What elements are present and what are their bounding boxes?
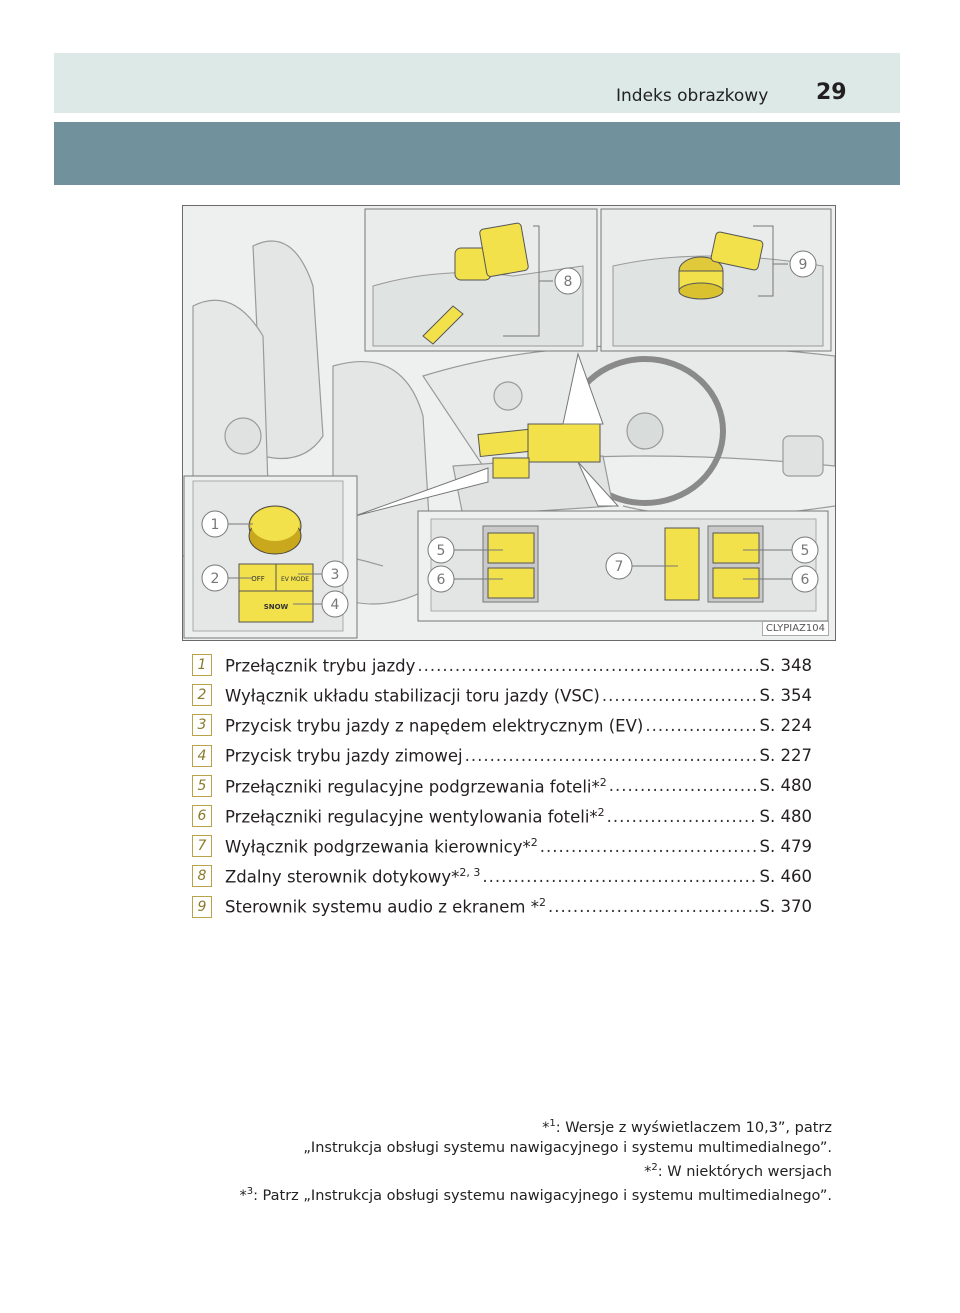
footnote-1: *1: Wersje z wyświetlaczem 10,3”, patrz bbox=[239, 1114, 832, 1138]
footnote-1-cont: „Instrukcja obsługi systemu nawigacyjneg… bbox=[239, 1138, 832, 1158]
dot-leader bbox=[607, 807, 758, 826]
page-ref[interactable]: S. 480 bbox=[760, 776, 812, 795]
callout-8: 8 bbox=[564, 274, 573, 290]
item-label: Zdalny sterownik dotykowy*2, 3 bbox=[225, 866, 480, 887]
item-list: 1 Przełącznik trybu jazdy S. 348 2 Wyłąc… bbox=[192, 650, 812, 922]
footnote-3: *3: Patrz „Instrukcja obsługi systemu na… bbox=[239, 1182, 832, 1206]
list-item: 7 Wyłącznik podgrzewania kierownicy*2 S.… bbox=[192, 831, 812, 861]
item-number: 2 bbox=[192, 684, 212, 706]
item-label: Wyłącznik podgrzewania kierownicy*2 bbox=[225, 836, 538, 857]
callout-7: 7 bbox=[615, 559, 624, 575]
list-item: 9 Sterownik systemu audio z ekranem *2 S… bbox=[192, 892, 812, 922]
interior-figure: 8 9 OFF EV MODE SNOW 1 2 3 4 bbox=[182, 205, 836, 641]
header-bar bbox=[54, 53, 900, 113]
callout-1: 1 bbox=[211, 517, 220, 533]
item-number: 9 bbox=[192, 896, 212, 918]
vsc-off-label: OFF bbox=[251, 575, 265, 583]
item-number: 4 bbox=[192, 745, 212, 767]
list-item: 8 Zdalny sterownik dotykowy*2, 3 S. 460 bbox=[192, 861, 812, 891]
figure-id: CLYPIAZ104 bbox=[762, 621, 829, 636]
callout-2: 2 bbox=[211, 571, 220, 587]
item-label: Przełączniki regulacyjne wentylowania fo… bbox=[225, 806, 605, 827]
callout-6-right: 6 bbox=[801, 572, 810, 588]
item-label: Wyłącznik układu stabilizacji toru jazdy… bbox=[225, 685, 600, 706]
header-band bbox=[54, 122, 900, 185]
page-ref[interactable]: S. 348 bbox=[760, 656, 812, 675]
dot-leader bbox=[540, 837, 758, 856]
callout-3: 3 bbox=[331, 567, 340, 583]
item-number: 5 bbox=[192, 775, 212, 797]
page-ref[interactable]: S. 227 bbox=[760, 746, 812, 765]
snow-label: SNOW bbox=[264, 603, 289, 611]
dot-leader bbox=[645, 716, 757, 735]
item-label: Przełącznik trybu jazdy bbox=[225, 655, 415, 676]
list-item: 6 Przełączniki regulacyjne wentylowania … bbox=[192, 801, 812, 831]
dot-leader bbox=[609, 776, 758, 795]
page-ref[interactable]: S. 460 bbox=[760, 867, 812, 886]
page-number: 29 bbox=[816, 80, 847, 105]
section-title: Indeks obrazkowy bbox=[616, 86, 768, 106]
dot-leader bbox=[417, 656, 757, 675]
page-ref[interactable]: S. 354 bbox=[760, 686, 812, 705]
dot-leader bbox=[465, 746, 758, 765]
list-item: 4 Przycisk trybu jazdy zimowej S. 227 bbox=[192, 741, 812, 771]
interior-illustration: 8 9 OFF EV MODE SNOW 1 2 3 4 bbox=[183, 206, 835, 640]
dot-leader bbox=[482, 867, 757, 886]
list-item: 2 Wyłącznik układu stabilizacji toru jaz… bbox=[192, 680, 812, 710]
ev-mode-label: EV MODE bbox=[281, 576, 309, 583]
list-item: 5 Przełączniki regulacyjne podgrzewania … bbox=[192, 771, 812, 801]
list-item: 3 Przycisk trybu jazdy z napędem elektry… bbox=[192, 710, 812, 740]
footnote-2: *2: W niektórych wersjach bbox=[239, 1158, 832, 1182]
callout-4: 4 bbox=[331, 597, 340, 613]
item-number: 6 bbox=[192, 805, 212, 827]
callout-5-right: 5 bbox=[801, 543, 810, 559]
footnotes: *1: Wersje z wyświetlaczem 10,3”, patrz … bbox=[239, 1114, 832, 1205]
item-label: Przycisk trybu jazdy z napędem elektrycz… bbox=[225, 715, 643, 736]
page-ref[interactable]: S. 224 bbox=[760, 716, 812, 735]
item-number: 3 bbox=[192, 714, 212, 736]
item-number: 7 bbox=[192, 835, 212, 857]
dot-leader bbox=[548, 897, 758, 916]
page-ref[interactable]: S. 479 bbox=[760, 837, 812, 856]
list-item: 1 Przełącznik trybu jazdy S. 348 bbox=[192, 650, 812, 680]
callout-6-left: 6 bbox=[437, 572, 446, 588]
callout-9: 9 bbox=[799, 257, 808, 273]
page-ref[interactable]: S. 480 bbox=[760, 807, 812, 826]
item-number: 1 bbox=[192, 654, 212, 676]
item-label: Przycisk trybu jazdy zimowej bbox=[225, 745, 463, 766]
callout-5-left: 5 bbox=[437, 543, 446, 559]
item-label: Sterownik systemu audio z ekranem *2 bbox=[225, 896, 546, 917]
page-ref[interactable]: S. 370 bbox=[760, 897, 812, 916]
dot-leader bbox=[602, 686, 758, 705]
item-number: 8 bbox=[192, 865, 212, 887]
item-label: Przełączniki regulacyjne podgrzewania fo… bbox=[225, 776, 607, 797]
